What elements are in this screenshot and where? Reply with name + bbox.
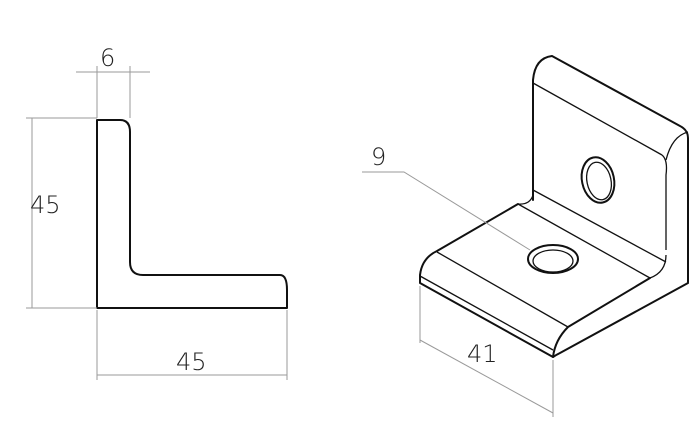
back-hole	[580, 156, 616, 204]
isometric-view: 9 41	[362, 55, 689, 417]
back-plate	[532, 55, 689, 283]
height-dimension: 45	[26, 117, 97, 309]
height-label: 45	[30, 191, 61, 219]
side-view: 6 45 45	[26, 44, 288, 380]
base-hole	[527, 244, 579, 274]
thickness-dimension: 6	[76, 44, 150, 118]
hole-diameter-label: 9	[371, 143, 386, 171]
width-label: 45	[176, 348, 207, 376]
hole-diameter-dimension: 9	[362, 143, 531, 251]
base-plate	[419, 203, 651, 358]
thickness-label: 6	[100, 44, 115, 72]
depth-dimension: 41	[419, 286, 554, 417]
depth-label: 41	[467, 340, 498, 368]
width-dimension: 45	[96, 310, 288, 380]
l-profile	[96, 119, 288, 309]
